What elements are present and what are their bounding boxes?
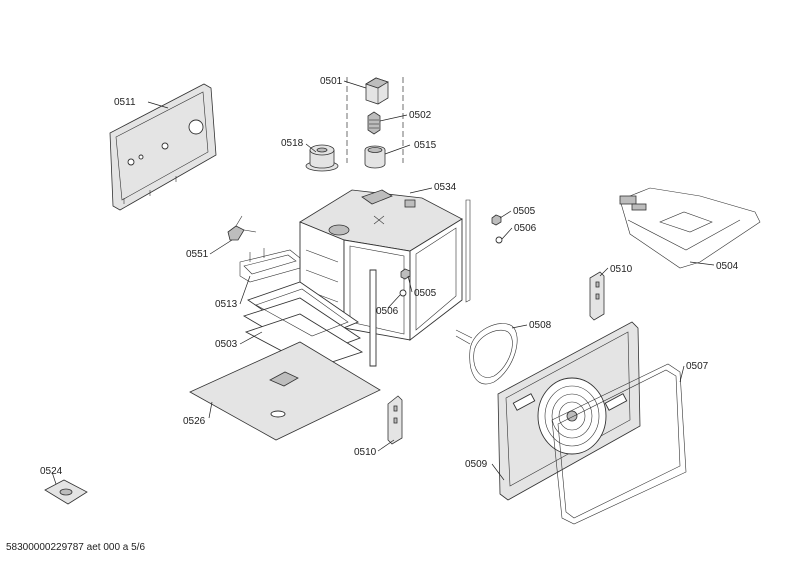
label-0509: 0509 [465, 459, 488, 470]
part-0501-knob [365, 77, 389, 105]
leader-lines [51, 80, 715, 485]
label-0506-upper: 0506 [514, 223, 537, 234]
label-0503: 0503 [215, 339, 238, 350]
part-0510-bracket-left [387, 395, 403, 445]
label-0508: 0508 [529, 320, 552, 331]
label-0510-right: 0510 [610, 264, 633, 275]
label-0502: 0502 [409, 110, 432, 121]
label-0513: 0513 [215, 299, 238, 310]
label-0511: 0511 [114, 97, 136, 108]
part-0508-ring-heater [455, 323, 518, 385]
label-0506-lower: 0506 [376, 306, 399, 317]
part-0524-spacer [44, 479, 88, 505]
label-0505-upper: 0505 [513, 206, 536, 217]
label-0507: 0507 [686, 361, 709, 372]
part-0511-rear-panel [109, 83, 217, 211]
label-0534: 0534 [434, 182, 457, 193]
label-0551: 0551 [186, 249, 209, 260]
part-0502-spring [367, 111, 381, 135]
part-0513-heater-element [239, 248, 301, 283]
part-0504-grill-element [619, 187, 761, 269]
part-0551-sensor [227, 215, 257, 241]
part-0526-bottom-plate [189, 341, 381, 441]
label-0510-left: 0510 [354, 447, 377, 458]
label-0504: 0504 [716, 261, 739, 272]
label-0501: 0501 [320, 76, 343, 87]
part-0515-cylinder [364, 145, 386, 169]
part-0506-washer-upper [495, 236, 503, 244]
part-0518-motor [305, 144, 339, 172]
part-0509-fan-cover [497, 321, 641, 501]
part-0506-washer-lower [399, 289, 407, 297]
part-0507-door-gasket [551, 363, 687, 525]
part-labels: 0511 0501 0502 0515 0518 0534 0505 0506 … [40, 76, 739, 477]
label-0524: 0524 [40, 466, 63, 477]
part-0505-nut-lower [400, 268, 411, 280]
part-0510-bracket-right [589, 271, 605, 321]
label-0505-lower: 0505 [414, 288, 437, 299]
part-0534-oven-cavity [299, 189, 471, 367]
part-0505-nut-upper [491, 214, 502, 226]
assembly-dash-lines [346, 77, 404, 163]
label-0518: 0518 [281, 138, 304, 149]
label-0515: 0515 [414, 140, 437, 151]
label-0526: 0526 [183, 416, 206, 427]
document-footer: 58300000229787 aet 000 a 5/6 [6, 542, 146, 553]
